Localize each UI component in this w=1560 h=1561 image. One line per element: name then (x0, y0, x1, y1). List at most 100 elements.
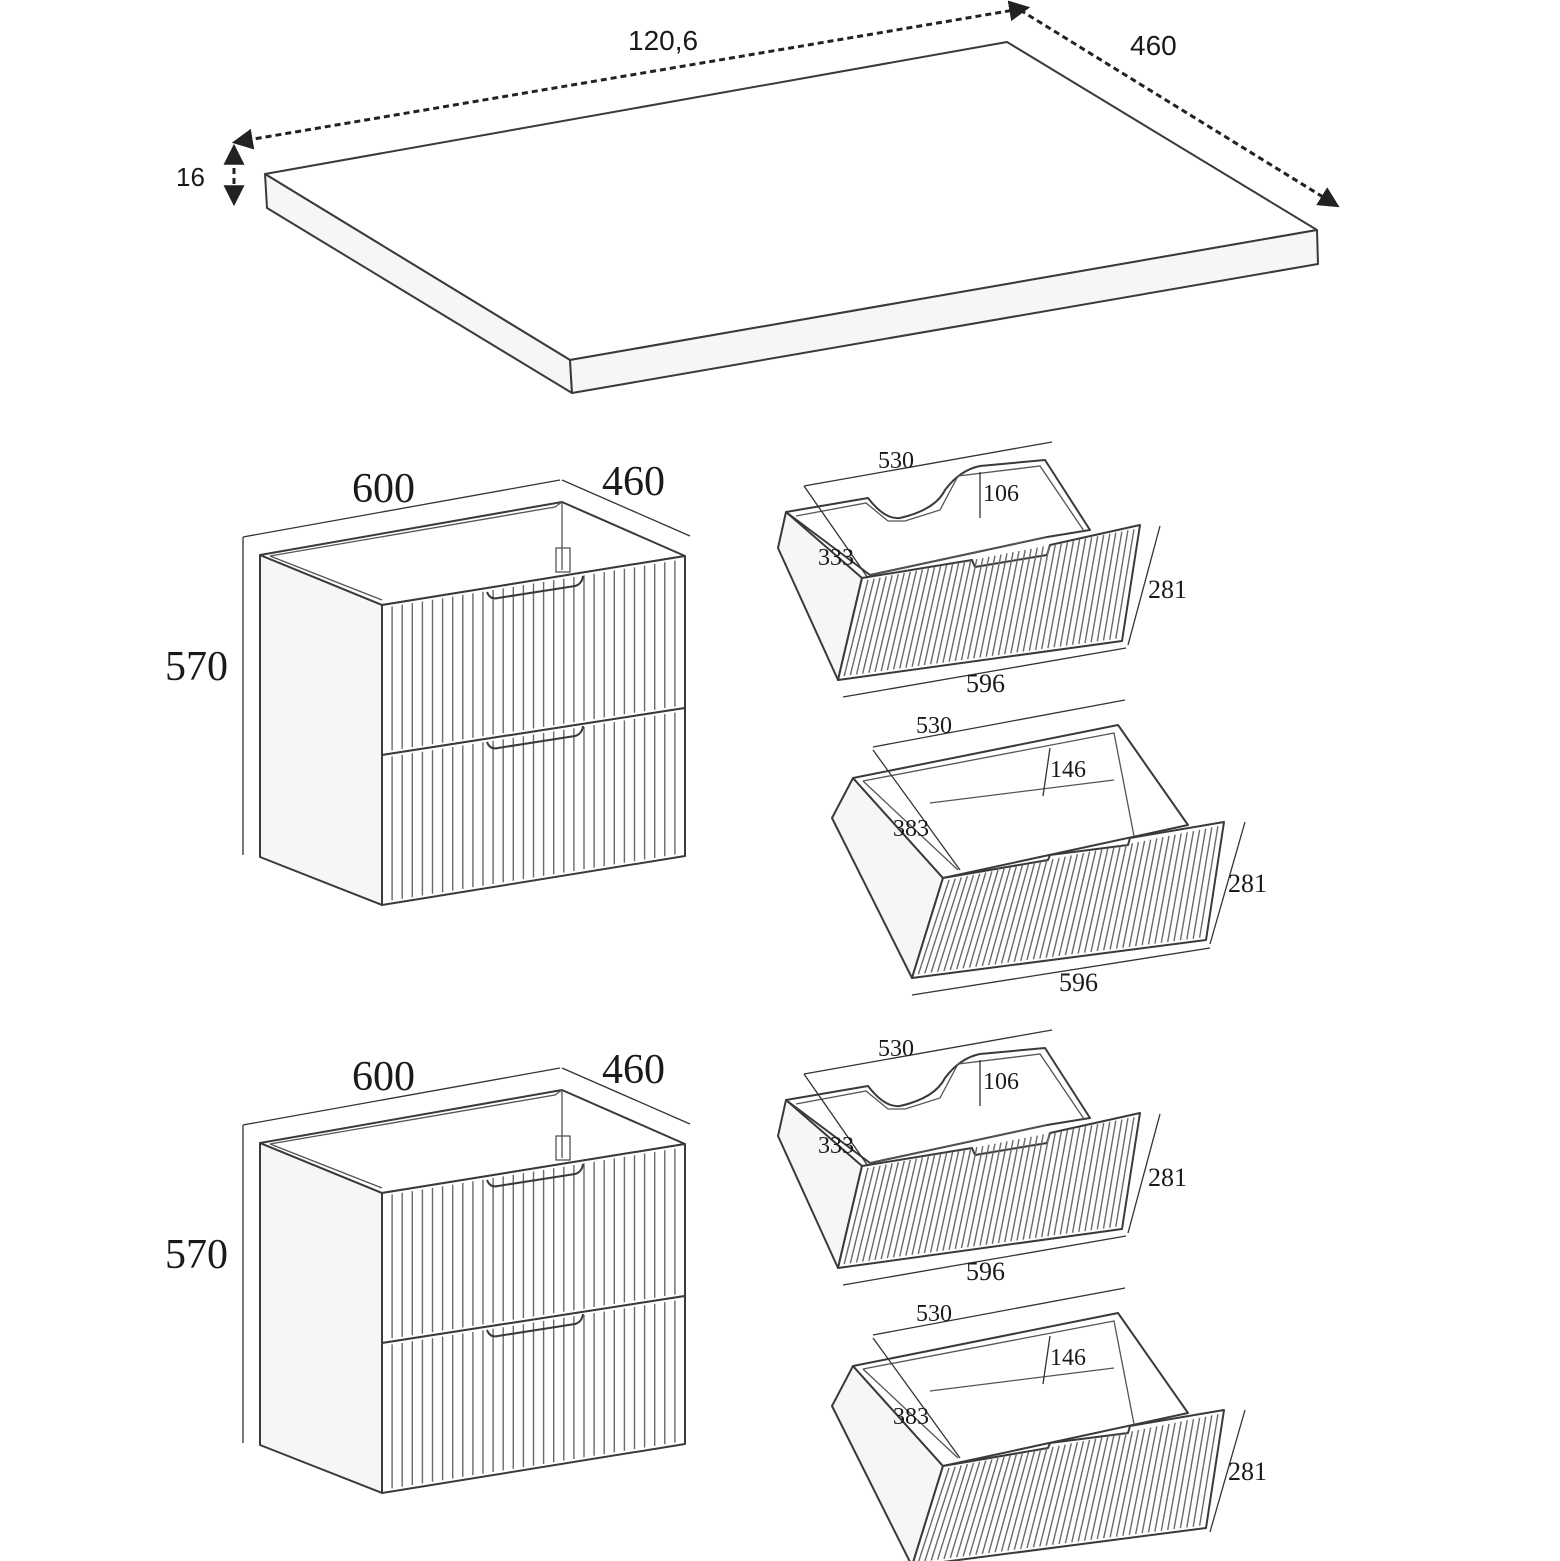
flute-groove (1064, 851, 1091, 956)
flute-groove (985, 553, 1008, 657)
countertop-depth-label: 460 (1130, 30, 1177, 61)
flute-groove (943, 874, 975, 972)
flute-groove (936, 1463, 969, 1560)
flute-groove (936, 562, 960, 664)
flute-groove (1041, 542, 1063, 650)
drawer-inner-height-label: 383 (893, 1404, 929, 1430)
flute-groove (1096, 532, 1117, 642)
flute-groove (849, 1166, 875, 1264)
flute-groove (1026, 858, 1054, 961)
flute-groove (1020, 1448, 1048, 1550)
flute-groove (862, 1164, 887, 1262)
flute-groove (1179, 1417, 1201, 1529)
flute-groove (1010, 1136, 1032, 1242)
drawer-front-width-label: 596 (1059, 968, 1098, 997)
cabinet-upper-flutes (391, 560, 676, 751)
flute-groove (1032, 1445, 1060, 1548)
flute-groove (1004, 549, 1026, 655)
cabinet-lower-flutes (391, 712, 676, 901)
drawer-depth-dimension-line (803, 1029, 1053, 1075)
flute-groove (1078, 1123, 1099, 1233)
flute-groove (917, 565, 942, 667)
cabinet-width-dimension-line (242, 1067, 561, 1126)
drawer-depth-label: 530 (878, 448, 914, 474)
drawer-3: 530 106 333 281 596 (777, 1029, 1187, 1286)
flute-groove (968, 1457, 999, 1556)
flute-groove (905, 568, 930, 668)
flute-groove (981, 1455, 1011, 1555)
drawer-depth-label: 530 (916, 713, 952, 739)
cabinet-bracket (555, 547, 571, 573)
flute-groove (1028, 545, 1050, 651)
flute-groove (1103, 844, 1127, 951)
flute-groove (1122, 840, 1146, 948)
flute-groove (942, 1149, 966, 1251)
flute-groove (849, 578, 875, 676)
flute-groove (1028, 1133, 1050, 1239)
drawer-width-dimension-line (911, 947, 1211, 996)
flute-groove (1016, 1135, 1038, 1241)
flute-groove (1186, 828, 1207, 940)
cabinet-upper-handle (486, 1163, 584, 1188)
drawer-front-flutes (918, 1414, 1219, 1561)
flute-groove (954, 558, 978, 662)
flute-groove (843, 1167, 869, 1265)
countertop-thickness-label: 16 (176, 162, 205, 192)
flute-groove (1096, 845, 1121, 952)
flute-groove (1071, 850, 1097, 955)
flute-groove (886, 1159, 911, 1259)
flute-groove (1034, 543, 1057, 651)
flute-groove (948, 560, 972, 662)
cabinet-1: 600 460 570 (165, 459, 691, 906)
drawer-height-dimension-line (1127, 525, 1161, 646)
drawer-inner-height-label: 333 (818, 545, 854, 571)
flute-groove (1047, 541, 1069, 649)
flute-groove (956, 1460, 987, 1558)
drawer-width-dimension-line (842, 1235, 1127, 1286)
flute-groove (899, 569, 924, 669)
flute-groove (1173, 1418, 1195, 1530)
flute-groove (1141, 837, 1164, 946)
flute-groove (899, 1157, 924, 1257)
flute-groove (880, 1160, 905, 1260)
flute-groove (949, 1461, 981, 1559)
flute-groove (1016, 547, 1038, 653)
cabinet-bracket (555, 1135, 571, 1161)
drawer-front-width-label: 596 (966, 1257, 1005, 1286)
flute-groove (1065, 1126, 1087, 1234)
drawer-back-wall (785, 1047, 1091, 1164)
cabinet-upper-handle (486, 575, 584, 600)
cabinet-height-label: 570 (165, 1232, 228, 1278)
flute-groove (942, 561, 966, 663)
flute-groove (979, 1142, 1002, 1246)
flute-groove (917, 879, 950, 975)
flute-groove (1041, 1130, 1063, 1238)
flute-groove (1007, 862, 1036, 963)
flute-groove (1084, 534, 1105, 644)
flute-groove (868, 575, 893, 673)
cabinet-lower-flutes (391, 1300, 676, 1489)
flute-groove (1013, 1449, 1042, 1550)
flute-groove (1173, 830, 1195, 942)
flute-groove (994, 1453, 1024, 1553)
flute-groove (1051, 854, 1079, 957)
flute-groove (1102, 531, 1123, 641)
drawer-back-wall (785, 459, 1091, 576)
flute-groove (1064, 1439, 1091, 1544)
cabinet-upper-flutes (391, 1148, 676, 1339)
flute-groove (874, 1161, 899, 1261)
flute-groove (1059, 539, 1081, 647)
flute-groove (1078, 535, 1099, 645)
flute-groove (1065, 538, 1087, 646)
flute-groove (1090, 846, 1115, 953)
flute-groove (943, 1462, 975, 1560)
flute-groove (905, 1156, 930, 1256)
flute-groove (991, 1140, 1014, 1244)
drawer-cutout-label: 146 (1050, 1345, 1086, 1371)
countertop-depth-dimension-line (1019, 8, 1340, 208)
flute-groove (1096, 1120, 1117, 1230)
flute-groove (1053, 1128, 1075, 1236)
flute-groove (1026, 1446, 1054, 1549)
drawer-back-wall (852, 724, 1189, 879)
